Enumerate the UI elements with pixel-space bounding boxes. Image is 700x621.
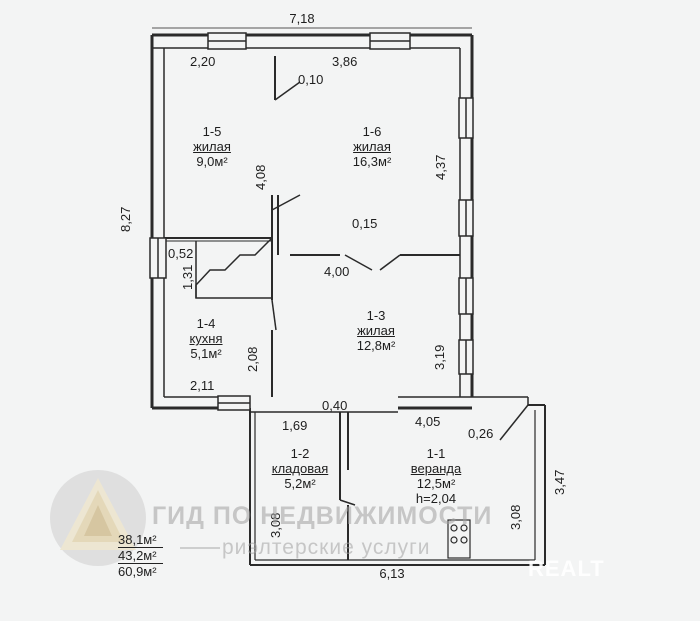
room-id: 1-1 — [426, 446, 446, 461]
room-id: 1-6 — [362, 124, 382, 139]
living-area: 38,1м² — [118, 532, 163, 548]
realt-logo: REALT — [528, 556, 605, 581]
windows — [149, 32, 474, 411]
room-type: кладовая — [271, 461, 329, 476]
room-area: 5,2м² — [284, 476, 316, 491]
room-area: 12,8м² — [356, 338, 396, 353]
room-id: 1-2 — [290, 446, 310, 461]
dim-2-20: 2,20 — [190, 54, 216, 69]
dim-6-13: 6,13 — [379, 566, 405, 581]
logo-icon — [50, 470, 146, 566]
dim-4-08: 4,08 — [253, 164, 268, 190]
dim-0-52: 0,52 — [168, 246, 194, 261]
stove-icon — [447, 519, 471, 559]
room-1-6: 1-6 жилая 16,3м² — [353, 124, 392, 169]
dim-1-69: 1,69 — [282, 418, 308, 433]
room-id: 1-4 — [196, 316, 216, 331]
dim-4-00: 4,00 — [324, 264, 350, 279]
dim-2-11: 2,11 — [190, 378, 215, 393]
doors-stair — [195, 81, 529, 506]
room-area: 12,5м² — [416, 476, 456, 491]
watermark-title: ГИД ПО НЕДВИЖИМОСТИ — [152, 502, 493, 530]
room-type: жилая — [357, 323, 395, 338]
useful-area: 43,2м² — [118, 548, 163, 564]
room-area: 16,3м² — [352, 154, 392, 169]
dim-0-10: 0,10 — [298, 72, 324, 87]
room-type: жилая — [193, 139, 231, 154]
room-id: 1-3 — [366, 308, 386, 323]
room-id: 1-5 — [202, 124, 222, 139]
dim-4-37: 4,37 — [433, 154, 448, 180]
room-1-4: 1-4 кухня 5,1м² — [189, 316, 222, 361]
dim-0-15: 0,15 — [352, 216, 378, 231]
dim-left-total: 8,27 — [118, 206, 133, 232]
walls — [150, 33, 546, 566]
room-type: веранда — [410, 461, 462, 476]
total-area: 60,9м² — [118, 564, 157, 579]
room-1-1: 1-1 веранда 12,5м² h=2,04 — [411, 446, 461, 506]
dim-2-08: 2,08 — [245, 346, 260, 372]
room-height: h=2,04 — [415, 491, 457, 506]
dim-3-08-right: 3,08 — [508, 504, 523, 530]
dim-3-19: 3,19 — [432, 344, 447, 370]
area-totals: 38,1м² 43,2м² 60,9м² — [118, 532, 163, 579]
dim-0-40: 0,40 — [322, 398, 348, 413]
dim-top-total: 7,18 — [289, 11, 315, 26]
room-1-5: 1-5 жилая 9,0м² — [193, 124, 231, 169]
room-type: кухня — [189, 331, 223, 346]
room-1-3: 1-3 жилая 12,8м² — [357, 308, 396, 353]
dim-3-47: 3,47 — [552, 469, 567, 495]
dim-4-05: 4,05 — [415, 414, 441, 429]
room-type: жилая — [353, 139, 391, 154]
room-area: 5,1м² — [190, 346, 222, 361]
room-area: 9,0м² — [196, 154, 228, 169]
dim-1-31: 1,31 — [180, 264, 195, 290]
watermark-subtitle: риэлтерские услуги — [222, 536, 431, 559]
dim-3-86: 3,86 — [332, 54, 358, 69]
room-1-2: 1-2 кладовая 5,2м² — [272, 446, 329, 491]
dim-0-26: 0,26 — [468, 426, 494, 441]
watermark-rule — [180, 547, 220, 549]
